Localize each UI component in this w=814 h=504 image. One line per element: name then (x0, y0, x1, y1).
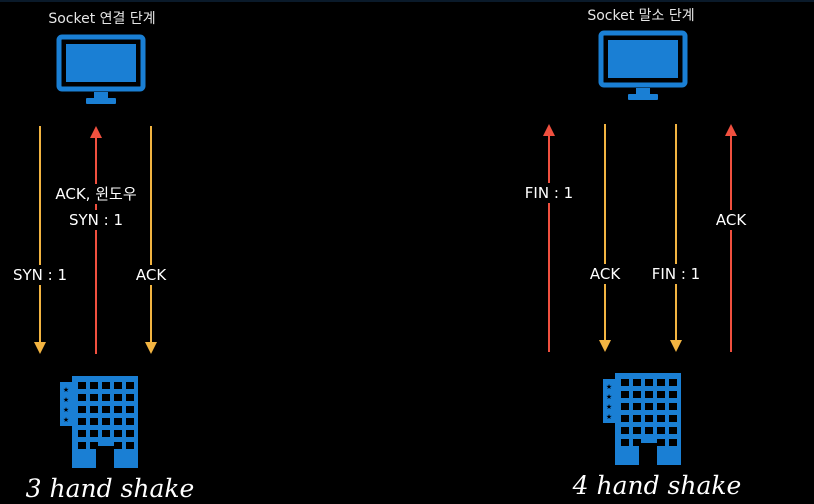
svg-text:★: ★ (606, 393, 612, 401)
svg-text:★: ★ (63, 406, 69, 414)
arrow-ack-window (90, 126, 102, 354)
arrow-ack-2 (725, 124, 737, 352)
building-icon: ★ ★ ★ ★ (603, 373, 681, 465)
label-syn: SYN : 1 (10, 265, 70, 285)
label-ack-1: ACK (587, 264, 623, 284)
caption-4-hand-shake: 4 hand shake (572, 471, 742, 500)
arrow-ack (145, 126, 157, 354)
arrow-ack-1 (599, 124, 611, 352)
top-border (0, 0, 814, 2)
building-icon: ★ ★ ★ ★ (60, 376, 138, 468)
panel-title-connect: Socket 연결 단계 (48, 11, 156, 27)
label-fin-1: FIN : 1 (522, 183, 576, 203)
svg-text:★: ★ (606, 403, 612, 411)
svg-text:★: ★ (63, 416, 69, 424)
arrow-syn (34, 126, 46, 354)
monitor-icon (598, 30, 688, 100)
label-ack-2: ACK (713, 210, 749, 230)
caption-3-hand-shake: 3 hand shake (25, 474, 195, 503)
panel-title-close: Socket 말소 단계 (587, 8, 695, 24)
label-ack-window: ACK, 윈도우 (53, 184, 139, 204)
label-syn-2: SYN : 1 (66, 210, 126, 230)
svg-text:★: ★ (63, 386, 69, 394)
svg-text:★: ★ (606, 383, 612, 391)
svg-text:★: ★ (63, 396, 69, 404)
svg-text:★: ★ (606, 413, 612, 421)
monitor-icon (56, 34, 146, 104)
label-fin-2: FIN : 1 (649, 264, 703, 284)
label-ack: ACK (133, 265, 169, 285)
arrow-fin-2 (670, 124, 682, 352)
arrow-fin-1 (543, 124, 555, 352)
